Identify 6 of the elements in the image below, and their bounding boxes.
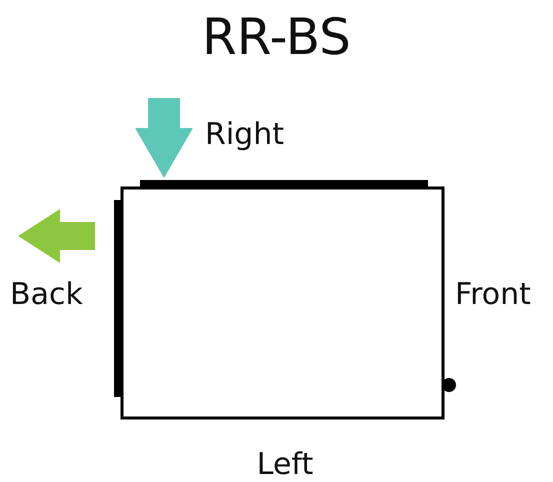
side-label: Left — [256, 450, 314, 480]
side-label: Front — [455, 280, 531, 310]
title: RR-BS — [201, 12, 352, 62]
side-label: Right — [205, 120, 284, 150]
side-label: Back — [10, 280, 83, 310]
outline-rectangle — [120, 186, 444, 420]
